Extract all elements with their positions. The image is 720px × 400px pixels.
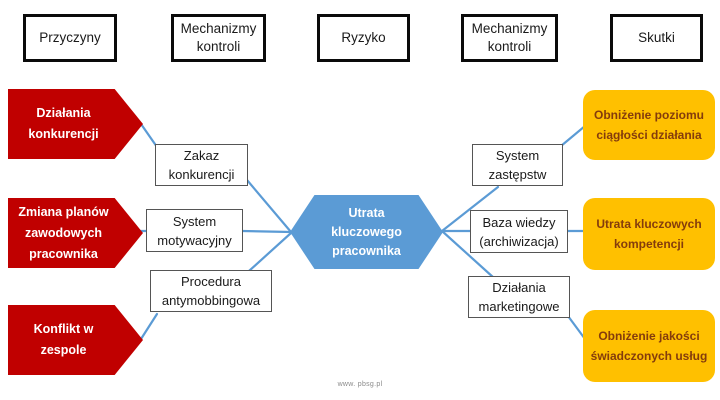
- connector-line: [139, 122, 159, 149]
- risk-hexagon: Utrata kluczowego pracownika: [290, 195, 443, 269]
- control-box-marketing: Działania marketingowe: [468, 276, 570, 318]
- connector-line: [559, 124, 587, 148]
- connector-line: [240, 229, 293, 234]
- connector-line: [139, 312, 159, 341]
- header-causes: Przyczyny: [23, 14, 117, 62]
- effect-box-continuity-drop: Obniżenie poziomu ciągłości działania: [583, 90, 715, 160]
- connector-line: [566, 314, 587, 341]
- effect-box-quality-drop: Obniżenie jakości świadczonych usług: [583, 310, 715, 382]
- control-box-non-compete: Zakaz konkurencji: [155, 144, 248, 186]
- control-box-knowledge-base: Baza wiedzy (archiwizacja): [470, 210, 568, 253]
- control-box-substitutions: System zastępstw: [472, 144, 563, 186]
- control-box-motivation: System motywacyjny: [146, 209, 243, 252]
- cause-arrow-team-conflict: Konflikt w zespole: [8, 305, 143, 375]
- connector-line: [247, 231, 293, 273]
- control-box-anti-mobbing: Procedura antymobbingowa: [150, 270, 272, 312]
- effect-box-competency-loss: Utrata kluczowych kompetencji: [583, 198, 715, 270]
- header-risk: Ryzyko: [317, 14, 410, 62]
- connector-line: [440, 229, 496, 280]
- cause-arrow-competition: Działania konkurencji: [8, 89, 143, 159]
- cause-arrow-career-change: Zmiana planów zawodowych pracownika: [8, 198, 143, 268]
- footer-url: www. pbsg.pl: [337, 381, 383, 388]
- connector-line: [245, 178, 293, 234]
- connector-line: [440, 185, 500, 233]
- header-controls-left: Mechanizmy kontroli: [171, 14, 266, 62]
- header-effects: Skutki: [610, 14, 703, 62]
- header-controls-right: Mechanizmy kontroli: [461, 14, 558, 62]
